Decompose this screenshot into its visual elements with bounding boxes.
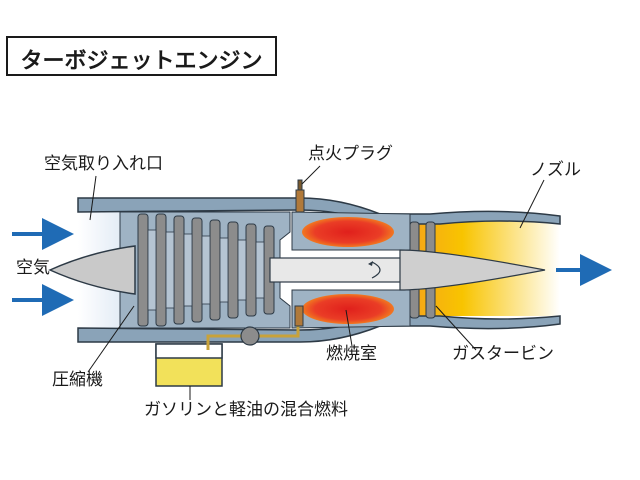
main-shaft: [269, 257, 421, 283]
shaft-rotation-arrow: [371, 261, 381, 279]
leader-spark-plug: [301, 165, 321, 185]
tail-cone: [399, 249, 546, 291]
compressor-blade: [245, 223, 257, 317]
flame-lower: [302, 294, 394, 324]
diagram-title: ターボジェットエンジン: [20, 49, 263, 74]
combustion-chamber-label: 燃焼室: [326, 344, 377, 364]
nose-cone: [48, 245, 136, 295]
title-box: ターボジェットエンジン: [6, 36, 277, 76]
spark-plug-label: 点火プラグ: [308, 144, 393, 164]
compressor-blade: [191, 217, 203, 323]
compressor-blade: [227, 221, 239, 319]
intake-label: 空気取り入れ口: [44, 154, 163, 174]
compressor-blade: [209, 219, 221, 321]
compressor-blade: [137, 213, 149, 327]
compressor-blade: [173, 215, 185, 325]
air-label: 空気: [16, 258, 50, 278]
turbine-label: ガスタービン: [452, 344, 554, 364]
compressor-blades: [137, 213, 275, 327]
compressor-blade: [155, 213, 167, 327]
spark-plug: [295, 179, 305, 213]
leader-intake: [89, 175, 97, 221]
compressor-stators: [147, 229, 265, 311]
leader-turbine: [435, 305, 477, 351]
fuel-system: [155, 305, 304, 387]
leader-compressor: [87, 305, 135, 373]
leader-lines: [87, 165, 545, 400]
nozzle-label: ノズル: [530, 160, 581, 180]
leader-combustor: [345, 309, 353, 347]
compressor-label: 圧縮機: [52, 370, 103, 390]
leader-nozzle: [519, 179, 545, 229]
flame-upper: [302, 217, 394, 247]
fuel-mixture-label: ガソリンと軽油の混合燃料: [144, 400, 348, 420]
fuel-pump: [240, 326, 260, 346]
